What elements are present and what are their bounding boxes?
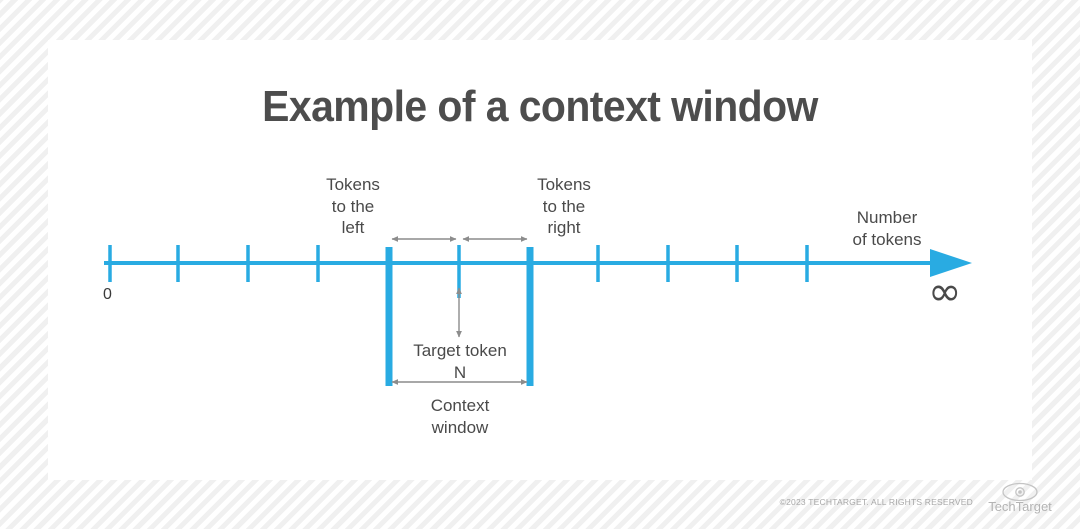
target-token-label: Target token N xyxy=(413,341,507,382)
slide-card: Example of a context window xyxy=(48,40,1032,480)
number-of-tokens-label: Number of tokens xyxy=(852,208,922,249)
techtarget-wordmark: TechTarget xyxy=(988,499,1052,514)
copyright-text: ©2023 TECHTARGET. ALL RIGHTS RESERVED xyxy=(779,497,973,507)
context-window-label: Context window xyxy=(430,396,490,437)
techtarget-logo: TechTarget xyxy=(978,482,1062,522)
axis-zero-label: 0 xyxy=(103,286,112,303)
infinity-icon: ∞ xyxy=(928,269,962,315)
tokens-to-the-right-label: Tokens to the right xyxy=(537,175,591,237)
page-title: Example of a context window xyxy=(262,82,818,131)
tokens-to-the-left-label: Tokens to the left xyxy=(326,175,380,237)
eye-icon xyxy=(1002,482,1038,502)
footer: ©2023 TECHTARGET. ALL RIGHTS RESERVED Te… xyxy=(0,482,1080,529)
